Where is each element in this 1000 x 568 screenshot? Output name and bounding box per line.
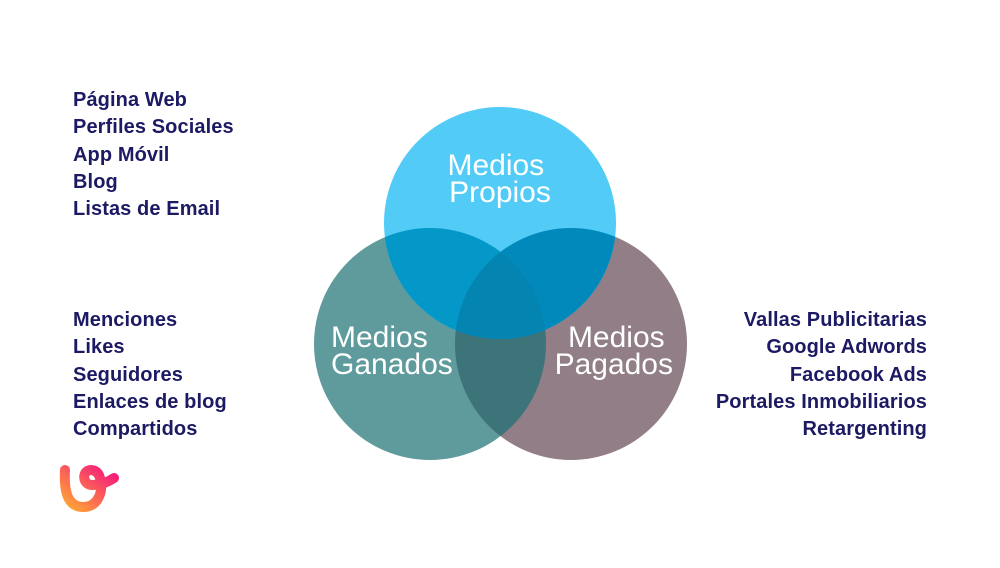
list-item: Página Web [73, 89, 187, 111]
list-item: Perfiles Sociales [73, 116, 234, 139]
paid-media-list: Vallas Publicitarias Google Adwords Face… [716, 307, 927, 443]
venn-label-line: Ganados [331, 348, 453, 381]
list-item: Google Adwords [766, 336, 927, 359]
venn-label-ganados: Medios Ganados [331, 321, 453, 381]
list-item: Listas de Email [73, 198, 221, 221]
list-item: Vallas Publicitarias [743, 309, 927, 331]
list-item: Blog [73, 170, 118, 193]
list-item: Retargenting [802, 418, 927, 441]
list-item: Menciones [73, 309, 178, 331]
venn-label-line: Propios [449, 176, 551, 209]
owned-media-list: Página Web Perfiles Sociales App Móvil B… [73, 87, 234, 223]
brand-logo-icon [59, 465, 119, 512]
list-item: Enlaces de blog [73, 390, 227, 413]
venn-label-line: Pagados [555, 348, 673, 381]
list-item: Facebook Ads [789, 363, 927, 386]
list-item: App Móvil [73, 143, 170, 166]
list-item: Portales Inmobiliarios [715, 390, 927, 413]
venn-label-pagados: Medios Pagados [555, 321, 673, 381]
earned-media-list: Menciones Likes Seguidores Enlaces de bl… [73, 307, 227, 443]
list-item: Seguidores [73, 363, 183, 386]
venn-label-line: Medios [331, 321, 428, 354]
list-item: Likes [73, 336, 125, 359]
list-item: Compartidos [73, 418, 198, 441]
venn-label-propios: Medios Propios [447, 149, 552, 209]
venn-label-line: Medios [447, 149, 544, 182]
venn-overlap-center [455, 228, 546, 339]
venn-label-line: Medios [568, 321, 665, 354]
